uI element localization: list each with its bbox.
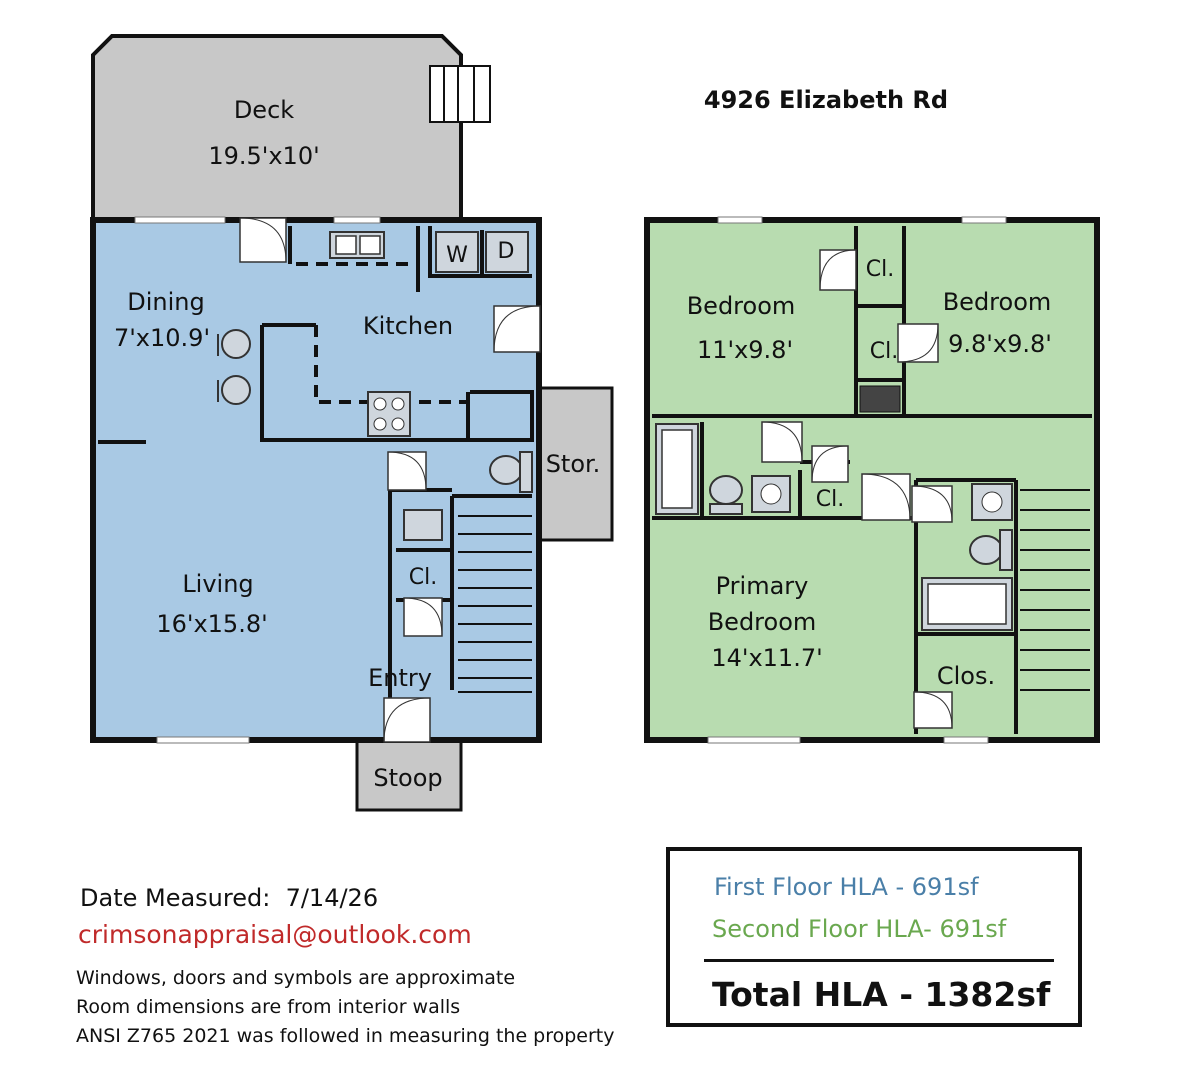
bedroom1-label: Bedroom	[687, 292, 796, 320]
entry-label: Entry	[368, 664, 432, 692]
hall-closet-label: Cl.	[816, 487, 844, 512]
primary-dims: 14'x11.7'	[711, 644, 822, 672]
note-line-1: Windows, doors and symbols are approxima…	[76, 967, 516, 989]
first-floor-body	[93, 220, 539, 740]
summary-divider	[704, 959, 1054, 962]
deck-steps	[429, 65, 491, 123]
kitchen-label: Kitchen	[363, 312, 453, 340]
note-line-3: ANSI Z765 2021 was followed in measuring…	[76, 1025, 615, 1047]
primary-label-1: Primary	[716, 572, 809, 600]
washer-icon	[435, 231, 479, 273]
dining-table-icon	[217, 329, 251, 405]
living-label: Living	[182, 570, 253, 598]
first-floor-stairs	[458, 515, 532, 693]
second-floor: Bedroom 11'x9.8' Bedroom 9.8'x9.8' Prima…	[644, 216, 1100, 744]
first-closet-label: Cl.	[409, 565, 437, 590]
stove-icon	[367, 391, 411, 437]
upper-closet-label-1: Cl.	[866, 257, 894, 282]
living-dims: 16'x15.8'	[156, 610, 267, 638]
bedroom2-label: Bedroom	[943, 288, 1052, 316]
washer-label: W	[446, 243, 468, 268]
dining-dims: 7'x10.9'	[114, 324, 210, 352]
total-hla: Total HLA - 1382sf	[712, 975, 1051, 1014]
bedroom1-dims: 11'x9.8'	[697, 336, 793, 364]
deck-area	[91, 34, 463, 222]
stoop-area	[355, 738, 463, 812]
dryer-icon	[485, 231, 529, 273]
storage-label: Stor.	[546, 450, 601, 478]
dining-label: Dining	[127, 288, 204, 316]
primary-label-2: Bedroom	[708, 608, 817, 636]
primary-closet-label: Clos.	[937, 662, 995, 690]
first-floor: Deck 19.5'x10' Dining 7'x10.9' Kitchen L…	[90, 34, 614, 812]
deck-dims: 19.5'x10'	[208, 142, 319, 170]
date-measured: Date Measured: 7/14/26	[80, 884, 378, 912]
first-floor-windows	[134, 216, 381, 744]
date-label: Date Measured:	[80, 884, 271, 912]
second-floor-stairs	[1020, 489, 1090, 691]
second-floor-windows	[707, 216, 1007, 744]
first-floor-doors	[239, 217, 541, 743]
bedroom2-dims: 9.8'x9.8'	[948, 330, 1052, 358]
note-line-2: Room dimensions are from interior walls	[76, 996, 461, 1018]
second-floor-doors	[761, 249, 953, 729]
first-floor-hla: First Floor HLA - 691sf	[714, 873, 979, 901]
floor-plan: Deck 19.5'x10' Dining 7'x10.9' Kitchen L…	[90, 34, 1100, 812]
second-floor-hla: Second Floor HLA- 691sf	[712, 915, 1007, 943]
hla-summary-box: First Floor HLA - 691sf Second Floor HLA…	[666, 847, 1082, 1027]
contact-email[interactable]: crimsonappraisal@outlook.com	[78, 920, 472, 949]
stoop-label: Stoop	[373, 764, 442, 792]
deck-label: Deck	[234, 96, 294, 124]
primary-bath-toilet-icon	[969, 535, 1003, 565]
hall-bath-toilet-icon	[709, 475, 743, 505]
date-value: 7/14/26	[285, 884, 379, 912]
dryer-label: D	[498, 239, 515, 264]
upper-closet-label-2: Cl.	[870, 339, 898, 364]
half-bath-toilet-icon	[489, 455, 523, 485]
half-bath-sink-icon	[403, 509, 443, 541]
address-title: 4926 Elizabeth Rd	[704, 86, 948, 114]
vent-icon	[859, 385, 901, 413]
